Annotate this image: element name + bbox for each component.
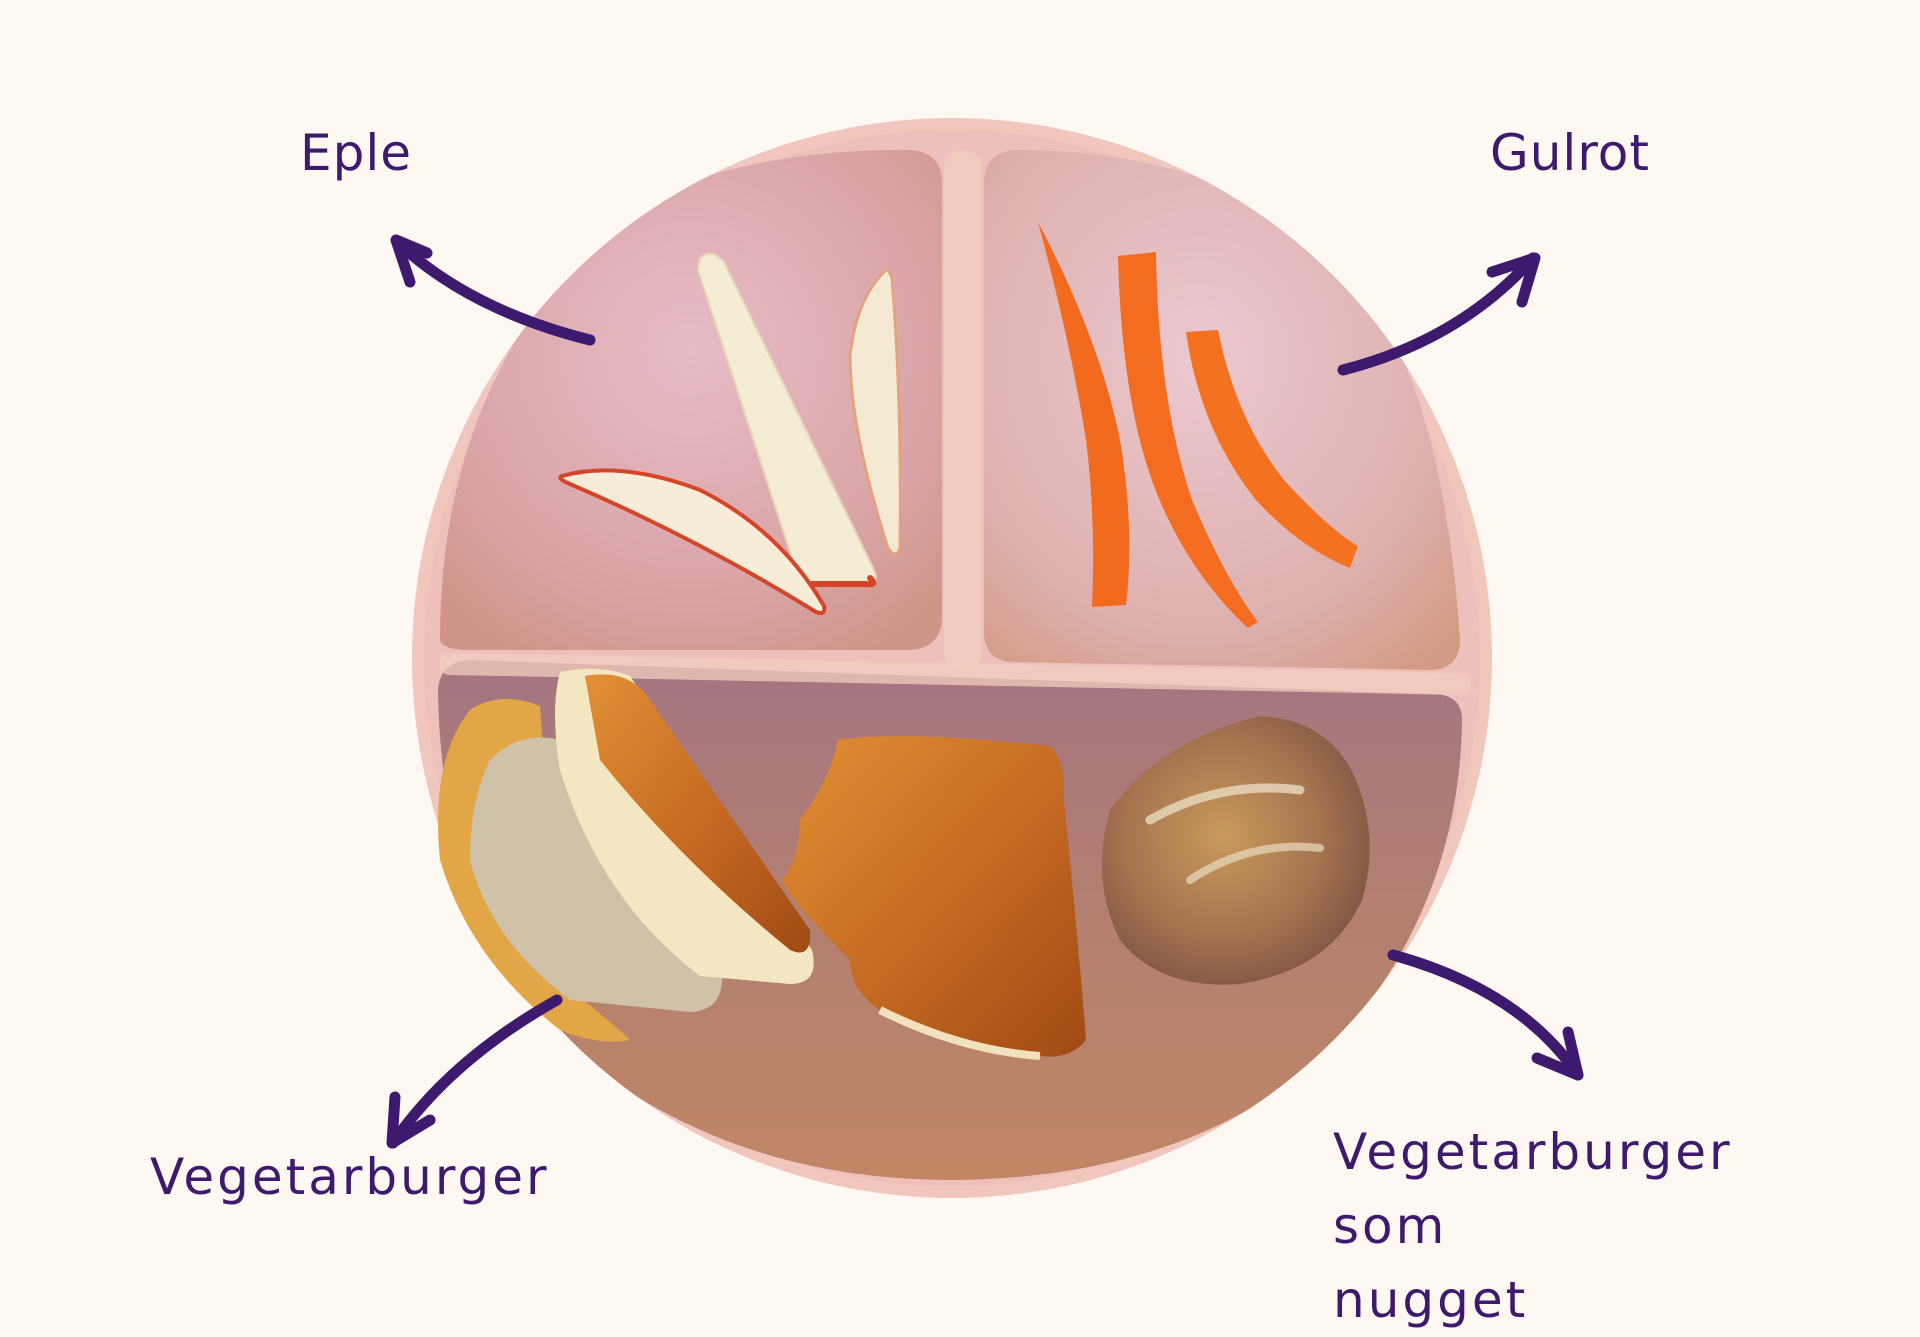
divider-horizontal bbox=[439, 653, 1471, 695]
label-apple: Eple bbox=[300, 124, 412, 182]
carrot-sticks bbox=[1038, 222, 1358, 628]
plate-graphic bbox=[386, 118, 1584, 1198]
arrow-burger-icon bbox=[386, 994, 563, 1149]
label-nugget: Vegetarburger som nugget bbox=[1333, 1115, 1853, 1337]
nugget-patty bbox=[1102, 716, 1370, 985]
label-nugget-line1: Vegetarburger som bbox=[1333, 1123, 1733, 1255]
arrow-apple-icon bbox=[390, 234, 596, 346]
arrow-nugget-icon bbox=[1387, 949, 1584, 1081]
apple-slices bbox=[558, 252, 902, 616]
food-plate-illustration: Eple Gulrot Vegetarburger Vegetarburger … bbox=[150, 118, 1730, 1329]
label-carrot: Gulrot bbox=[1490, 124, 1650, 182]
divider-vertical bbox=[944, 150, 982, 670]
arrow-carrot-icon bbox=[1337, 252, 1541, 376]
label-burger: Vegetarburger bbox=[150, 1148, 550, 1206]
burger-halves bbox=[438, 668, 1086, 1060]
